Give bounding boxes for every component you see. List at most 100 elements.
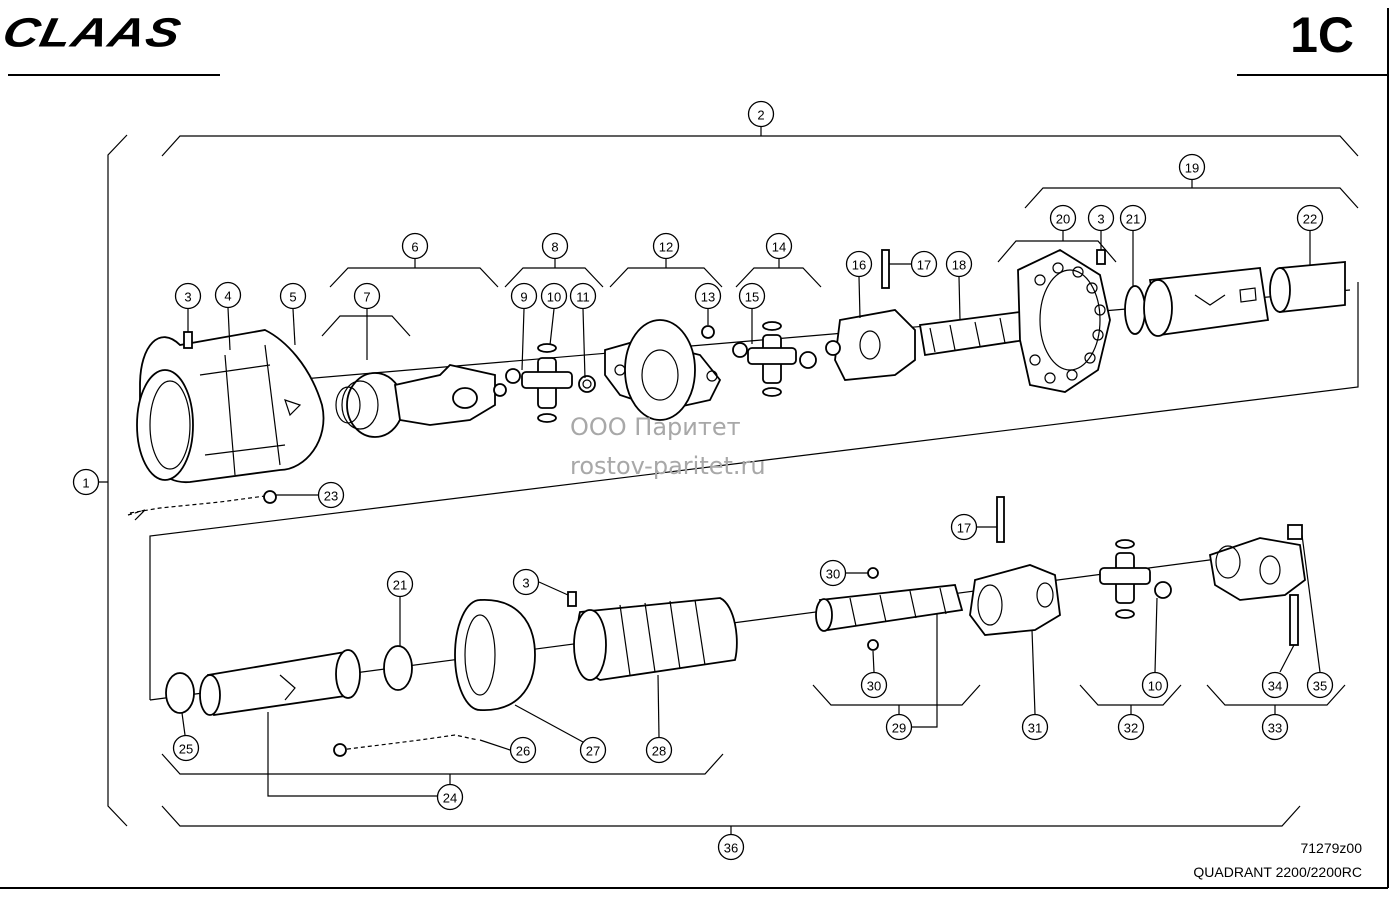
watermark-url: rostov-paritet.ru bbox=[570, 452, 766, 480]
callout-c21b: 21 bbox=[386, 570, 414, 598]
callout-circle bbox=[652, 232, 680, 260]
callout-circle bbox=[717, 833, 745, 861]
callout-number: 4 bbox=[224, 289, 231, 304]
callout-c27: 27 bbox=[579, 736, 607, 764]
perforated-housing-part bbox=[1017, 248, 1111, 393]
guard-cone-part bbox=[136, 329, 325, 483]
callout-circle bbox=[1306, 671, 1334, 699]
callout-c19: 19 bbox=[1178, 153, 1206, 181]
callout-circle bbox=[401, 232, 429, 260]
callout-number: 18 bbox=[952, 258, 966, 273]
bolt-3c bbox=[567, 591, 577, 607]
diagonal-connector bbox=[149, 282, 1359, 700]
callout-number: 13 bbox=[701, 290, 715, 305]
guard-tube-19-part bbox=[1143, 267, 1270, 337]
callout-circle bbox=[1261, 671, 1289, 699]
callout-c3c: 3 bbox=[512, 568, 540, 596]
callout-number: 17 bbox=[957, 521, 971, 536]
bracket-19 bbox=[1024, 180, 1359, 209]
callout-circle bbox=[738, 282, 766, 310]
callout-number: 32 bbox=[1124, 721, 1138, 736]
grease-nipple-30a bbox=[867, 567, 879, 579]
callout-c14: 14 bbox=[765, 232, 793, 260]
callout-circle bbox=[541, 232, 569, 260]
callout-circle bbox=[569, 282, 597, 310]
bellows-part bbox=[573, 597, 738, 681]
callout-c29: 29 bbox=[885, 713, 913, 741]
callout-c3a: 3 bbox=[174, 282, 202, 310]
bracket-20 bbox=[997, 231, 1117, 263]
pin-17a bbox=[881, 249, 890, 289]
bracket-12 bbox=[609, 259, 723, 288]
callout-circle bbox=[540, 282, 568, 310]
bracket-29 bbox=[812, 600, 981, 728]
callout-number: 24 bbox=[443, 791, 457, 806]
callout-circle bbox=[214, 281, 242, 309]
callout-number: 11 bbox=[576, 290, 590, 305]
clamp-bolt-34 bbox=[1289, 594, 1299, 646]
guard-tube-24-part bbox=[199, 649, 361, 717]
callout-circle bbox=[353, 282, 381, 310]
lead-9 bbox=[521, 308, 525, 371]
callout-circle bbox=[317, 481, 345, 509]
bolt-3a bbox=[183, 331, 193, 349]
callout-circle bbox=[1021, 713, 1049, 741]
splined-tube-29-part bbox=[815, 584, 964, 632]
callout-c7: 7 bbox=[353, 282, 381, 310]
callout-circle bbox=[694, 282, 722, 310]
callout-c16: 16 bbox=[845, 250, 873, 278]
callout-c5: 5 bbox=[279, 282, 307, 310]
callout-number: 22 bbox=[1303, 212, 1317, 227]
callout-c20: 20 bbox=[1049, 204, 1077, 232]
callout-c4: 4 bbox=[214, 281, 242, 309]
callout-c22: 22 bbox=[1296, 204, 1324, 232]
callout-number: 12 bbox=[659, 240, 673, 255]
callout-number: 14 bbox=[772, 240, 786, 255]
callout-number: 20 bbox=[1056, 212, 1070, 227]
safety-chain-26 bbox=[339, 734, 479, 751]
model-label: QUADRANT 2200/2200RC bbox=[1193, 864, 1362, 880]
callout-circle bbox=[509, 736, 537, 764]
bracket-6 bbox=[329, 259, 499, 288]
bearing-ring-part bbox=[335, 372, 404, 438]
lead-5 bbox=[292, 308, 296, 346]
callout-circle bbox=[279, 282, 307, 310]
callout-circle bbox=[174, 282, 202, 310]
callout-number: 35 bbox=[1313, 679, 1327, 694]
callout-circle bbox=[765, 232, 793, 260]
callout-number: 25 bbox=[179, 742, 193, 757]
lead-10b bbox=[1154, 597, 1158, 673]
chain-ring-23 bbox=[263, 490, 277, 504]
lead-26 bbox=[479, 739, 511, 751]
callout-c25: 25 bbox=[172, 734, 200, 762]
drawing-number: 71279z00 bbox=[1300, 840, 1362, 856]
splined-shaft-part bbox=[918, 310, 1027, 357]
callout-number: 29 bbox=[892, 721, 906, 736]
callout-circle bbox=[1087, 204, 1115, 232]
callout-c30a: 30 bbox=[819, 559, 847, 587]
callout-number: 23 bbox=[324, 489, 338, 504]
lead-28 bbox=[657, 674, 660, 738]
callout-c8: 8 bbox=[541, 232, 569, 260]
bolt-3b bbox=[1096, 249, 1106, 265]
callout-c11: 11 bbox=[569, 282, 597, 310]
callout-number: 10 bbox=[1148, 679, 1162, 694]
callout-c32: 32 bbox=[1117, 713, 1145, 741]
callout-c24: 24 bbox=[436, 783, 464, 811]
watermark-company: ООО Паритет bbox=[570, 413, 741, 441]
callout-number: 16 bbox=[852, 258, 866, 273]
callout-number: 30 bbox=[826, 567, 840, 582]
cross-kit-14-part bbox=[732, 321, 817, 397]
lead-25 bbox=[181, 712, 186, 736]
callout-circle bbox=[845, 250, 873, 278]
callout-c35: 35 bbox=[1306, 671, 1334, 699]
callout-number: 10 bbox=[547, 290, 561, 305]
callout-c17a: 17 bbox=[910, 250, 938, 278]
callout-number: 15 bbox=[745, 290, 759, 305]
callout-c13: 13 bbox=[694, 282, 722, 310]
chain-ring-26 bbox=[333, 743, 347, 757]
bracket-32 bbox=[1079, 684, 1182, 714]
callout-circle bbox=[910, 250, 938, 278]
lock-ring-21a bbox=[1124, 285, 1146, 335]
